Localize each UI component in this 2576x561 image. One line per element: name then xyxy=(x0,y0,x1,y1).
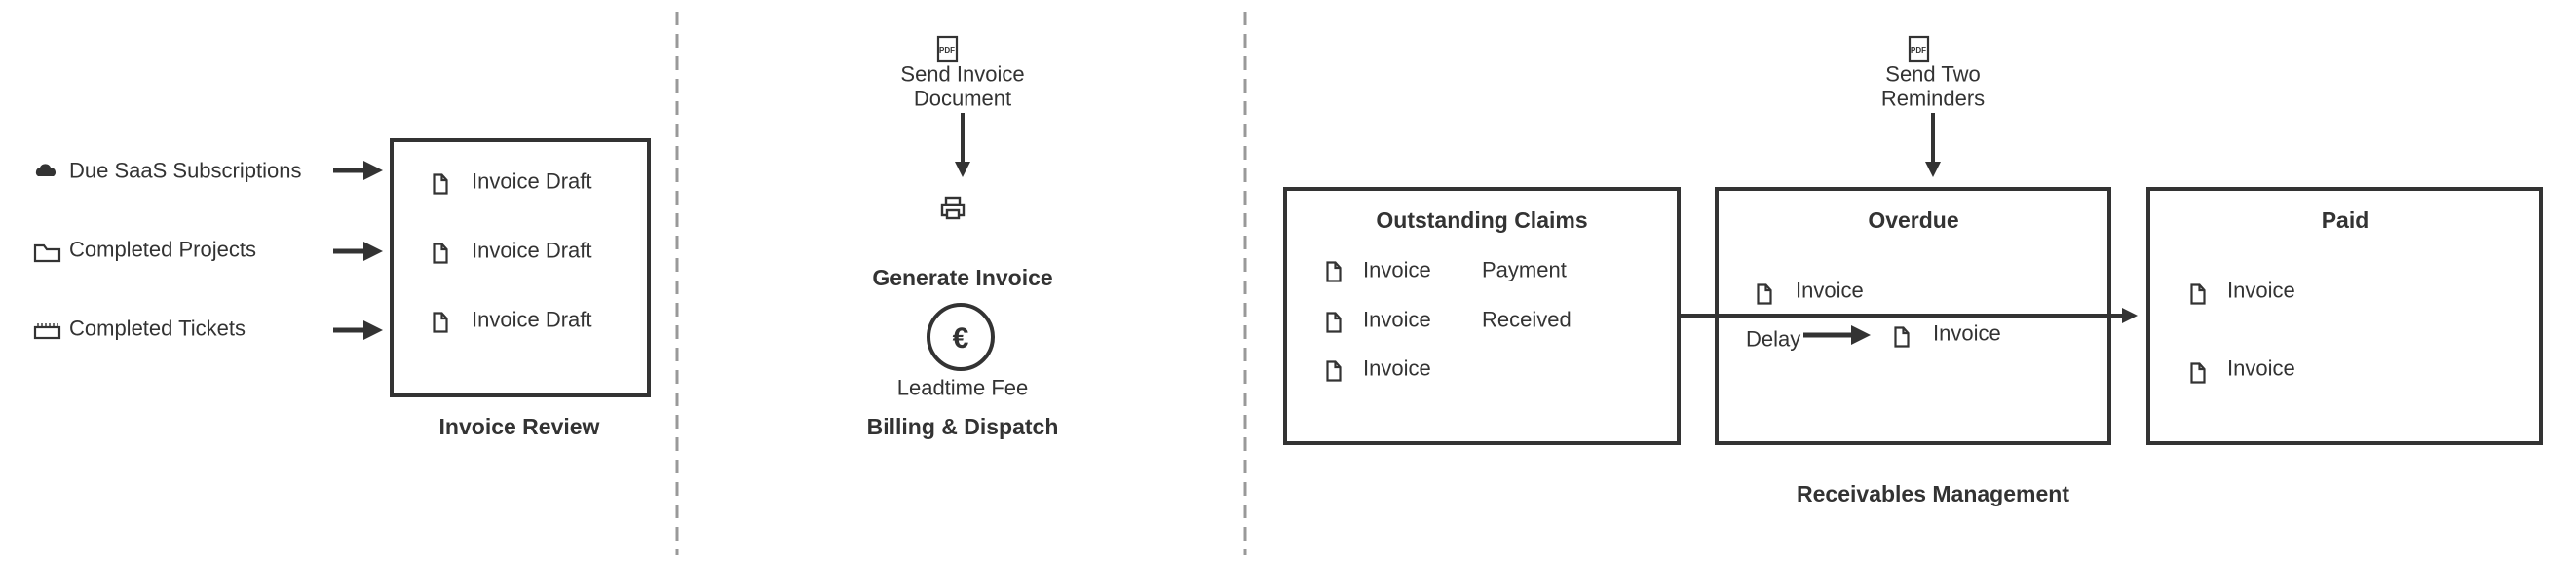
document-icon xyxy=(433,243,448,264)
invoice-draft: Invoice Draft xyxy=(472,238,592,263)
outstanding-invoice: Invoice xyxy=(1363,307,1431,332)
overdue-invoice: Invoice xyxy=(1796,278,1864,303)
document-icon xyxy=(433,312,448,333)
paid-invoice: Invoice xyxy=(2227,278,2295,303)
outstanding-invoice: Invoice xyxy=(1363,257,1431,282)
document-icon xyxy=(1326,261,1342,282)
svg-text:PDF: PDF xyxy=(1911,46,1926,55)
invoice-draft: Invoice Draft xyxy=(472,307,592,332)
pdf-icon: PDF xyxy=(936,35,959,63)
source-completed-tickets: Completed Tickets xyxy=(69,316,246,341)
document-icon xyxy=(1757,283,1772,305)
send-reminders-line2: Reminders xyxy=(1880,86,1986,111)
printer-icon xyxy=(940,196,966,220)
overdue-title: Overdue xyxy=(1868,206,1959,233)
folder-icon xyxy=(33,243,61,263)
document-icon xyxy=(2190,362,2206,384)
paid-box xyxy=(2146,187,2543,445)
invoice-draft: Invoice Draft xyxy=(472,168,592,194)
receivables-management-title: Receivables Management xyxy=(1797,480,2069,506)
document-icon xyxy=(1326,312,1342,333)
payment-label: Payment xyxy=(1482,257,1567,282)
ticket-icon xyxy=(33,323,61,340)
euro-circle xyxy=(927,303,995,371)
paid-title: Paid xyxy=(2321,206,2369,233)
invoice-review-title: Invoice Review xyxy=(438,413,600,439)
document-icon xyxy=(1326,360,1342,382)
euro-icon: € xyxy=(952,321,969,355)
document-icon xyxy=(1894,326,1910,348)
source-completed-projects: Completed Projects xyxy=(69,237,256,262)
paid-invoice: Invoice xyxy=(2227,355,2295,381)
pdf-icon: PDF xyxy=(1908,35,1930,63)
invoice-review-box xyxy=(390,138,651,397)
received-label: Received xyxy=(1482,307,1572,332)
overdue-delayed-invoice: Invoice xyxy=(1933,320,2001,346)
outstanding-invoice: Invoice xyxy=(1363,355,1431,381)
send-invoice-line1: Send Invoice xyxy=(900,61,1025,87)
leadtime-fee-label: Leadtime Fee xyxy=(896,375,1029,400)
billing-dispatch-title: Billing & Dispatch xyxy=(866,413,1059,439)
cloud-icon xyxy=(35,164,56,176)
outstanding-claims-title: Outstanding Claims xyxy=(1376,206,1588,233)
document-icon xyxy=(2190,283,2206,305)
send-invoice-line2: Document xyxy=(913,86,1012,111)
svg-text:PDF: PDF xyxy=(939,46,955,55)
delay-label: Delay xyxy=(1746,326,1801,352)
send-reminders-line1: Send Two xyxy=(1885,61,1981,87)
generate-invoice-label: Generate Invoice xyxy=(872,264,1053,290)
document-icon xyxy=(433,173,448,195)
source-due-saas-subscriptions: Due SaaS Subscriptions xyxy=(69,158,302,183)
